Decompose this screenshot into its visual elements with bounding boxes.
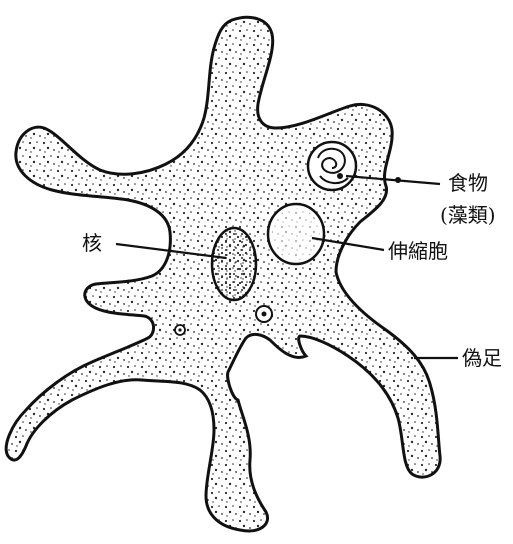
label-food-algae: (藻類) — [440, 203, 496, 227]
label-pseudopod: 偽足 — [462, 346, 502, 370]
nucleus-shape — [212, 228, 256, 300]
food-vacuole — [308, 142, 356, 190]
label-contractile-vacuole: 伸縮胞 — [388, 239, 448, 263]
label-nucleus: 核 — [82, 231, 102, 255]
label-food: 食物 — [448, 171, 488, 195]
